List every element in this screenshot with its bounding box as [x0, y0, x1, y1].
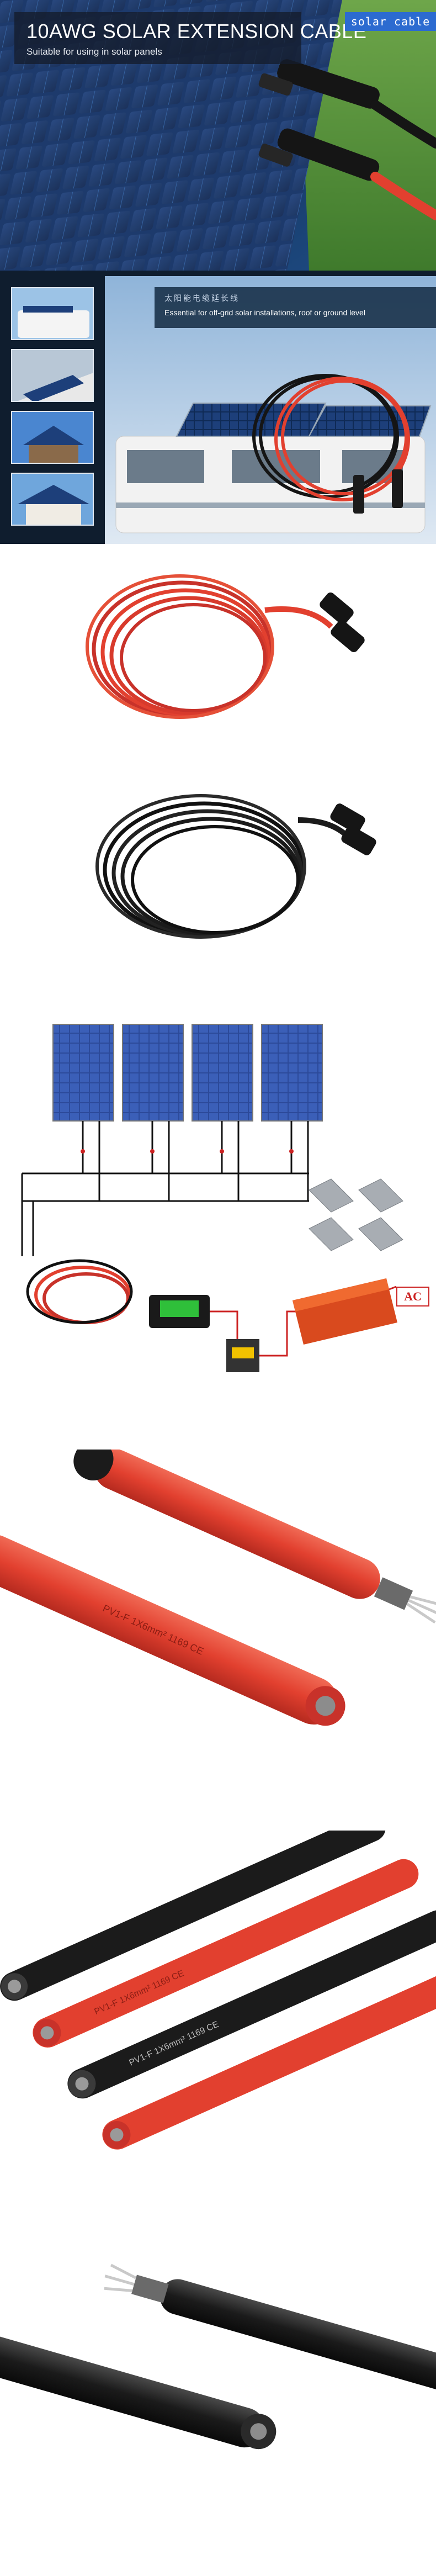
thumbnail-home	[11, 473, 94, 526]
black-cable-illustration	[0, 2263, 436, 2450]
red-cable-closeup: PV1-F 1X6mm² 1169 CE	[0, 1450, 436, 1831]
cable-coil-small	[26, 1259, 133, 1324]
hero-title: 10AWG SOLAR EXTENSION CABLE	[26, 20, 367, 43]
battery-icon	[226, 1310, 298, 1372]
mc4-connector-icon	[258, 59, 436, 220]
red-cable-coil	[86, 574, 365, 719]
thumbnail-house	[11, 411, 94, 464]
inverter-icon	[293, 1278, 397, 1345]
cable-coil-icon	[252, 374, 410, 514]
black-cable-coil	[95, 794, 376, 939]
product-badge: solar cable	[345, 12, 436, 31]
cable-coils	[0, 544, 436, 1013]
caption-english: Essential for off-grid solar installatio…	[164, 308, 365, 317]
red-cable-illustration: PV1-F 1X6mm² 1169 CE	[0, 1450, 436, 1726]
hero-title-box: 10AWG SOLAR EXTENSION CABLE Suitable for…	[14, 12, 367, 64]
scene-caption: 太阳能电缆延长线 Essential for off-grid solar in…	[155, 287, 436, 328]
mixed-cable-closeup: PV1-F 1X6mm² 1169 CE PV1-F 1X6mm² 1169 C…	[0, 1831, 436, 2217]
charge-controller-icon	[149, 1295, 238, 1345]
black-cable-closeup	[0, 2217, 436, 2576]
hero-subtitle: Suitable for using in solar panels	[26, 46, 162, 57]
thumbnail-roof	[11, 349, 94, 402]
system-diagram: AC	[0, 1013, 436, 1450]
hero-banner: 10AWG SOLAR EXTENSION CABLE Suitable for…	[0, 0, 436, 271]
solar-system-diagram	[21, 1024, 403, 1372]
solar-panels	[52, 1024, 323, 1122]
application-scene: 太阳能电缆延长线 Essential for off-grid solar in…	[0, 271, 436, 544]
caption-chinese: 太阳能电缆延长线	[164, 294, 240, 303]
ac-output-label: AC	[396, 1287, 429, 1306]
coil-illustration	[86, 574, 376, 939]
mixed-cable-illustration: PV1-F 1X6mm² 1169 CE PV1-F 1X6mm² 1169 C…	[0, 1831, 436, 2150]
mounting-bracket-icon	[309, 1178, 403, 1251]
thumbnail-rv	[11, 287, 94, 340]
